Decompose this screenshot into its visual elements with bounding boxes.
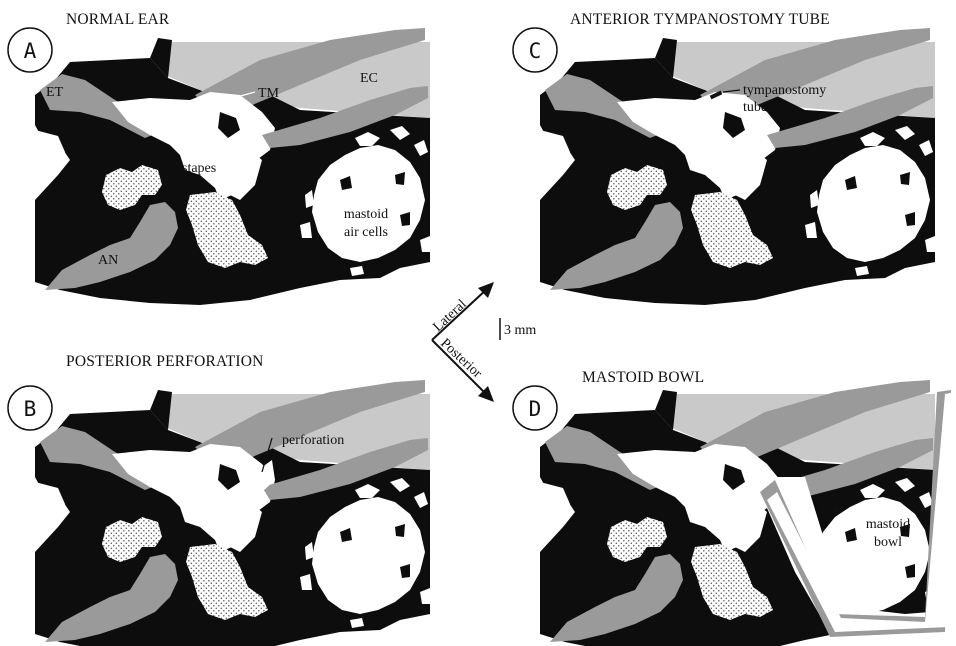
scale-bar-label: 3 mm	[504, 323, 536, 338]
et-label: ET	[46, 85, 64, 100]
lateral-label: Lateral	[430, 297, 469, 335]
ec-label: EC	[360, 71, 378, 86]
panel-b-letter: B	[24, 397, 37, 421]
an-label: AN	[98, 253, 118, 268]
panel-b-title: POSTERIOR PERFORATION	[66, 353, 264, 370]
mastoid-air-cells-label-1: mastoid	[344, 207, 388, 222]
panel-d: D MASTOID BOWL EG mastoid bowl	[513, 369, 955, 646]
tm-label: TM	[258, 86, 280, 101]
perforation-label: perforation	[282, 433, 344, 448]
panel-b-letter-badge: B	[8, 386, 52, 430]
panel-d-letter-badge: D	[513, 386, 557, 430]
panel-a-title: NORMAL EAR	[66, 11, 170, 28]
panel-c-letter: C	[529, 39, 542, 63]
tympanostomy-tube-label-2: tube	[743, 100, 767, 115]
stapes-label: stapes	[182, 161, 216, 176]
eg-label: EG	[820, 501, 839, 516]
orientation-indicator: Lateral Posterior 3 mm	[430, 282, 536, 402]
panel-c: C ANTERIOR TYMPANOSTOMY TUBE tympanostom…	[513, 11, 935, 305]
mastoid-bowl-label-2: bowl	[874, 535, 902, 550]
panel-a-letter-badge: A	[8, 28, 52, 72]
panel-a: A NORMAL EAR ET TM EC stapes mastoid air…	[8, 11, 430, 305]
panel-c-letter-badge: C	[513, 28, 557, 72]
panel-a-letter: A	[24, 39, 37, 63]
tympanostomy-tube-label-1: tympanostomy	[743, 83, 826, 98]
mastoid-air-cells-label-2: air cells	[344, 225, 388, 240]
panel-b: B POSTERIOR PERFORATION perforation	[8, 353, 430, 646]
panel-d-letter: D	[529, 397, 542, 421]
posterior-label: Posterior	[437, 336, 484, 382]
panel-d-title: MASTOID BOWL	[582, 369, 704, 386]
panel-c-title: ANTERIOR TYMPANOSTOMY TUBE	[570, 11, 830, 28]
mastoid-bowl-label-1: mastoid	[866, 517, 910, 532]
